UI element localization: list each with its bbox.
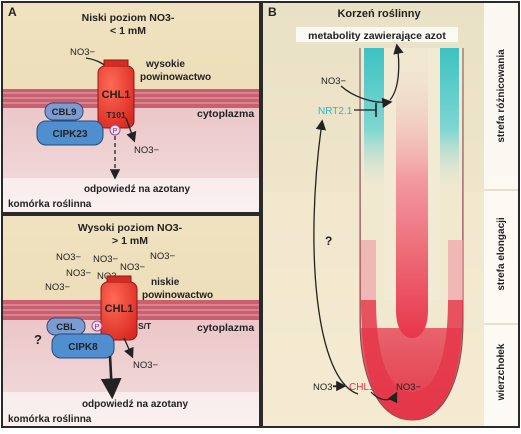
nitrate-uptake-arrow [340,85,393,109]
central-red-region [396,48,428,338]
nitrate-bottom-right: NO3− [396,382,422,393]
cbl-label: CBL [56,322,76,333]
panel-b: B Korzeń roślinny metabolity zawierające… [261,1,520,428]
chl1-label: CHL1 [349,382,375,393]
cipk8-protein [51,333,115,359]
cyan-expression-strip [440,48,459,196]
chl1-transporter [100,275,138,341]
cytoplasm-label: cytoplazma [197,322,254,334]
nitrate-entry-arrow [370,391,398,404]
chl1-top [103,59,129,66]
response-label: odpowiedź na azotany [84,184,191,195]
nitrate-entry-arrow [123,337,134,359]
root-gap [428,48,440,300]
nitrate-outside: NO3− [66,268,92,279]
panel-a-top: A Niski poziom NO3- < 1 mM NO3− wysokie … [1,1,261,214]
zone-label-differentiation: strefa różnicowania [496,49,507,143]
panel-a-bottom: Wysoki poziom NO3- > 1 mM NO3− NO3− NO3−… [1,214,261,428]
cytoplasm-label: cytoplazma [197,108,254,120]
zone-label-elongation: strefa elongacji [496,217,507,291]
nitrate-outside: NO3− [45,282,71,293]
chl1-transporter [97,59,135,129]
chl1-label: CHL1 [105,303,134,315]
cell-label: komórka roślinna [8,199,92,210]
nitrate-top: NO3− [321,76,347,87]
cbl9-protein [44,102,84,121]
cyan-expression-strip [364,48,384,196]
question-mark: ? [34,332,42,347]
cell-label: komórka roślinna [8,414,92,425]
tip-red-region [361,300,463,420]
cipk23-protein [36,120,104,146]
signal-arrow [100,355,122,400]
panel-letter: B [268,5,277,19]
phosphosite-label: T101 [106,110,126,120]
phosphate-label: P [112,126,117,135]
chl1-top [106,275,132,282]
affinity-line2: powinowactwo [140,72,211,83]
response-band [3,392,259,426]
cipk23-label: CIPK23 [52,129,87,140]
nitrate-inside: NO3− [134,145,160,156]
root-title: Korzeń roślinny [337,8,421,20]
nitrate-bottom-left: NO3− [313,382,339,393]
title-line2: > 1 mM [112,235,148,247]
metabolites-box [296,27,458,42]
nitrate-outside: NO3− [93,254,119,265]
title-line1: Niski poziom NO3- [82,12,175,24]
cipk8-label: CIPK8 [68,342,98,353]
phosphosite-label: S/T [138,321,152,331]
title-line2: < 1 mM [110,25,146,37]
affinity-line2: powinowactwo [142,290,213,301]
nrt21-label: NRT2.1 [318,106,353,117]
nitrate-inside: NO3− [133,360,159,371]
phosphate-circle [91,320,103,332]
affinity-line1: niskie [151,277,180,288]
zone-label-tip: wierzchołek [496,343,507,401]
response-band [3,178,259,212]
nitrate-entry-arrow [125,117,137,143]
gradient-region [448,240,463,300]
root-gap [384,48,396,300]
cbl9-label: CBL9 [52,107,77,118]
metabolites-label: metabolity zawierające azot [308,30,446,42]
title-line1: Wysoki poziom NO3- [78,222,183,234]
nitrate-outside: NO3− [150,251,176,262]
gradient-region [361,240,376,300]
panel-letter: A [8,5,17,19]
phosphate-circle [109,124,121,136]
chl1-label: CHL1 [102,89,131,101]
zone-band [484,3,518,426]
assimilation-arrow [389,43,404,101]
nitrate-outside: NO3− [120,262,146,273]
response-label: odpowiedź na azotany [82,399,189,410]
nitrate-outside: NO3− [56,252,82,263]
nitrate-outside: NO3− [70,47,96,58]
phosphate-label: P [94,322,99,331]
affinity-line1: wysokie [145,59,185,70]
question-mark: ? [325,234,332,248]
